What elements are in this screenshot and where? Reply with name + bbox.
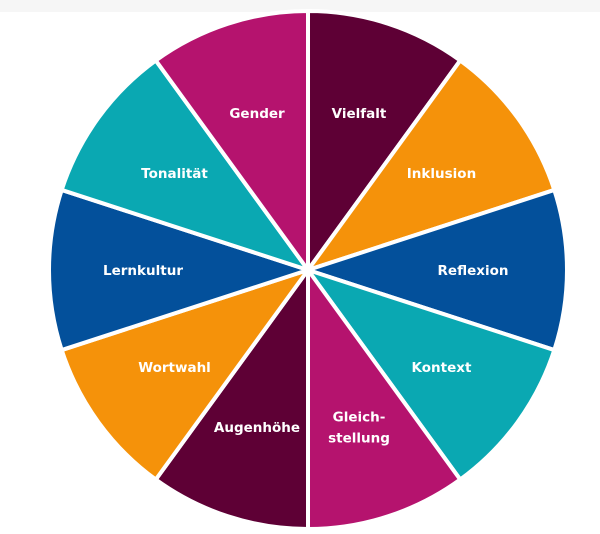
wheel-segment: [59, 58, 310, 272]
wheel-segment: [306, 268, 463, 531]
wheel-segment: [153, 268, 310, 531]
segment-label-line: Gleich-: [333, 409, 386, 425]
segment-label: Wortwahl: [138, 360, 211, 376]
segment-label: Tonalität: [141, 166, 208, 182]
wheel-segment: [47, 187, 310, 353]
segment-label: Gender: [229, 106, 285, 122]
wheel-segment: [306, 9, 463, 272]
segment-label-line: Lernkultur: [103, 263, 183, 279]
segment-label: Augenhöhe: [214, 420, 300, 436]
wheel-segment: [306, 58, 557, 272]
segment-label: Reflexion: [438, 263, 509, 279]
segment-label-line: Tonalität: [141, 166, 208, 182]
segment-label: Inklusion: [407, 166, 476, 182]
segment-label-line: Gender: [229, 106, 285, 122]
segment-label-line: Wortwahl: [138, 360, 211, 376]
segment-label-line: Augenhöhe: [214, 420, 300, 436]
segment-label: Kontext: [412, 360, 472, 376]
top-band: [0, 0, 600, 12]
wheel-segment: [306, 187, 569, 353]
segment-label-line: stellung: [328, 430, 390, 446]
segment-label: Vielfalt: [332, 106, 387, 122]
segment-label-line: Inklusion: [407, 166, 476, 182]
segment-label: Gleich-stellung: [328, 409, 390, 446]
wheel-segment: [59, 268, 310, 482]
wheel-segment: [153, 9, 310, 272]
wheel-segment: [306, 268, 557, 482]
segment-label-line: Vielfalt: [332, 106, 387, 122]
segment-label-line: Kontext: [412, 360, 472, 376]
segment-label-line: Reflexion: [438, 263, 509, 279]
segment-label: Lernkultur: [103, 263, 183, 279]
